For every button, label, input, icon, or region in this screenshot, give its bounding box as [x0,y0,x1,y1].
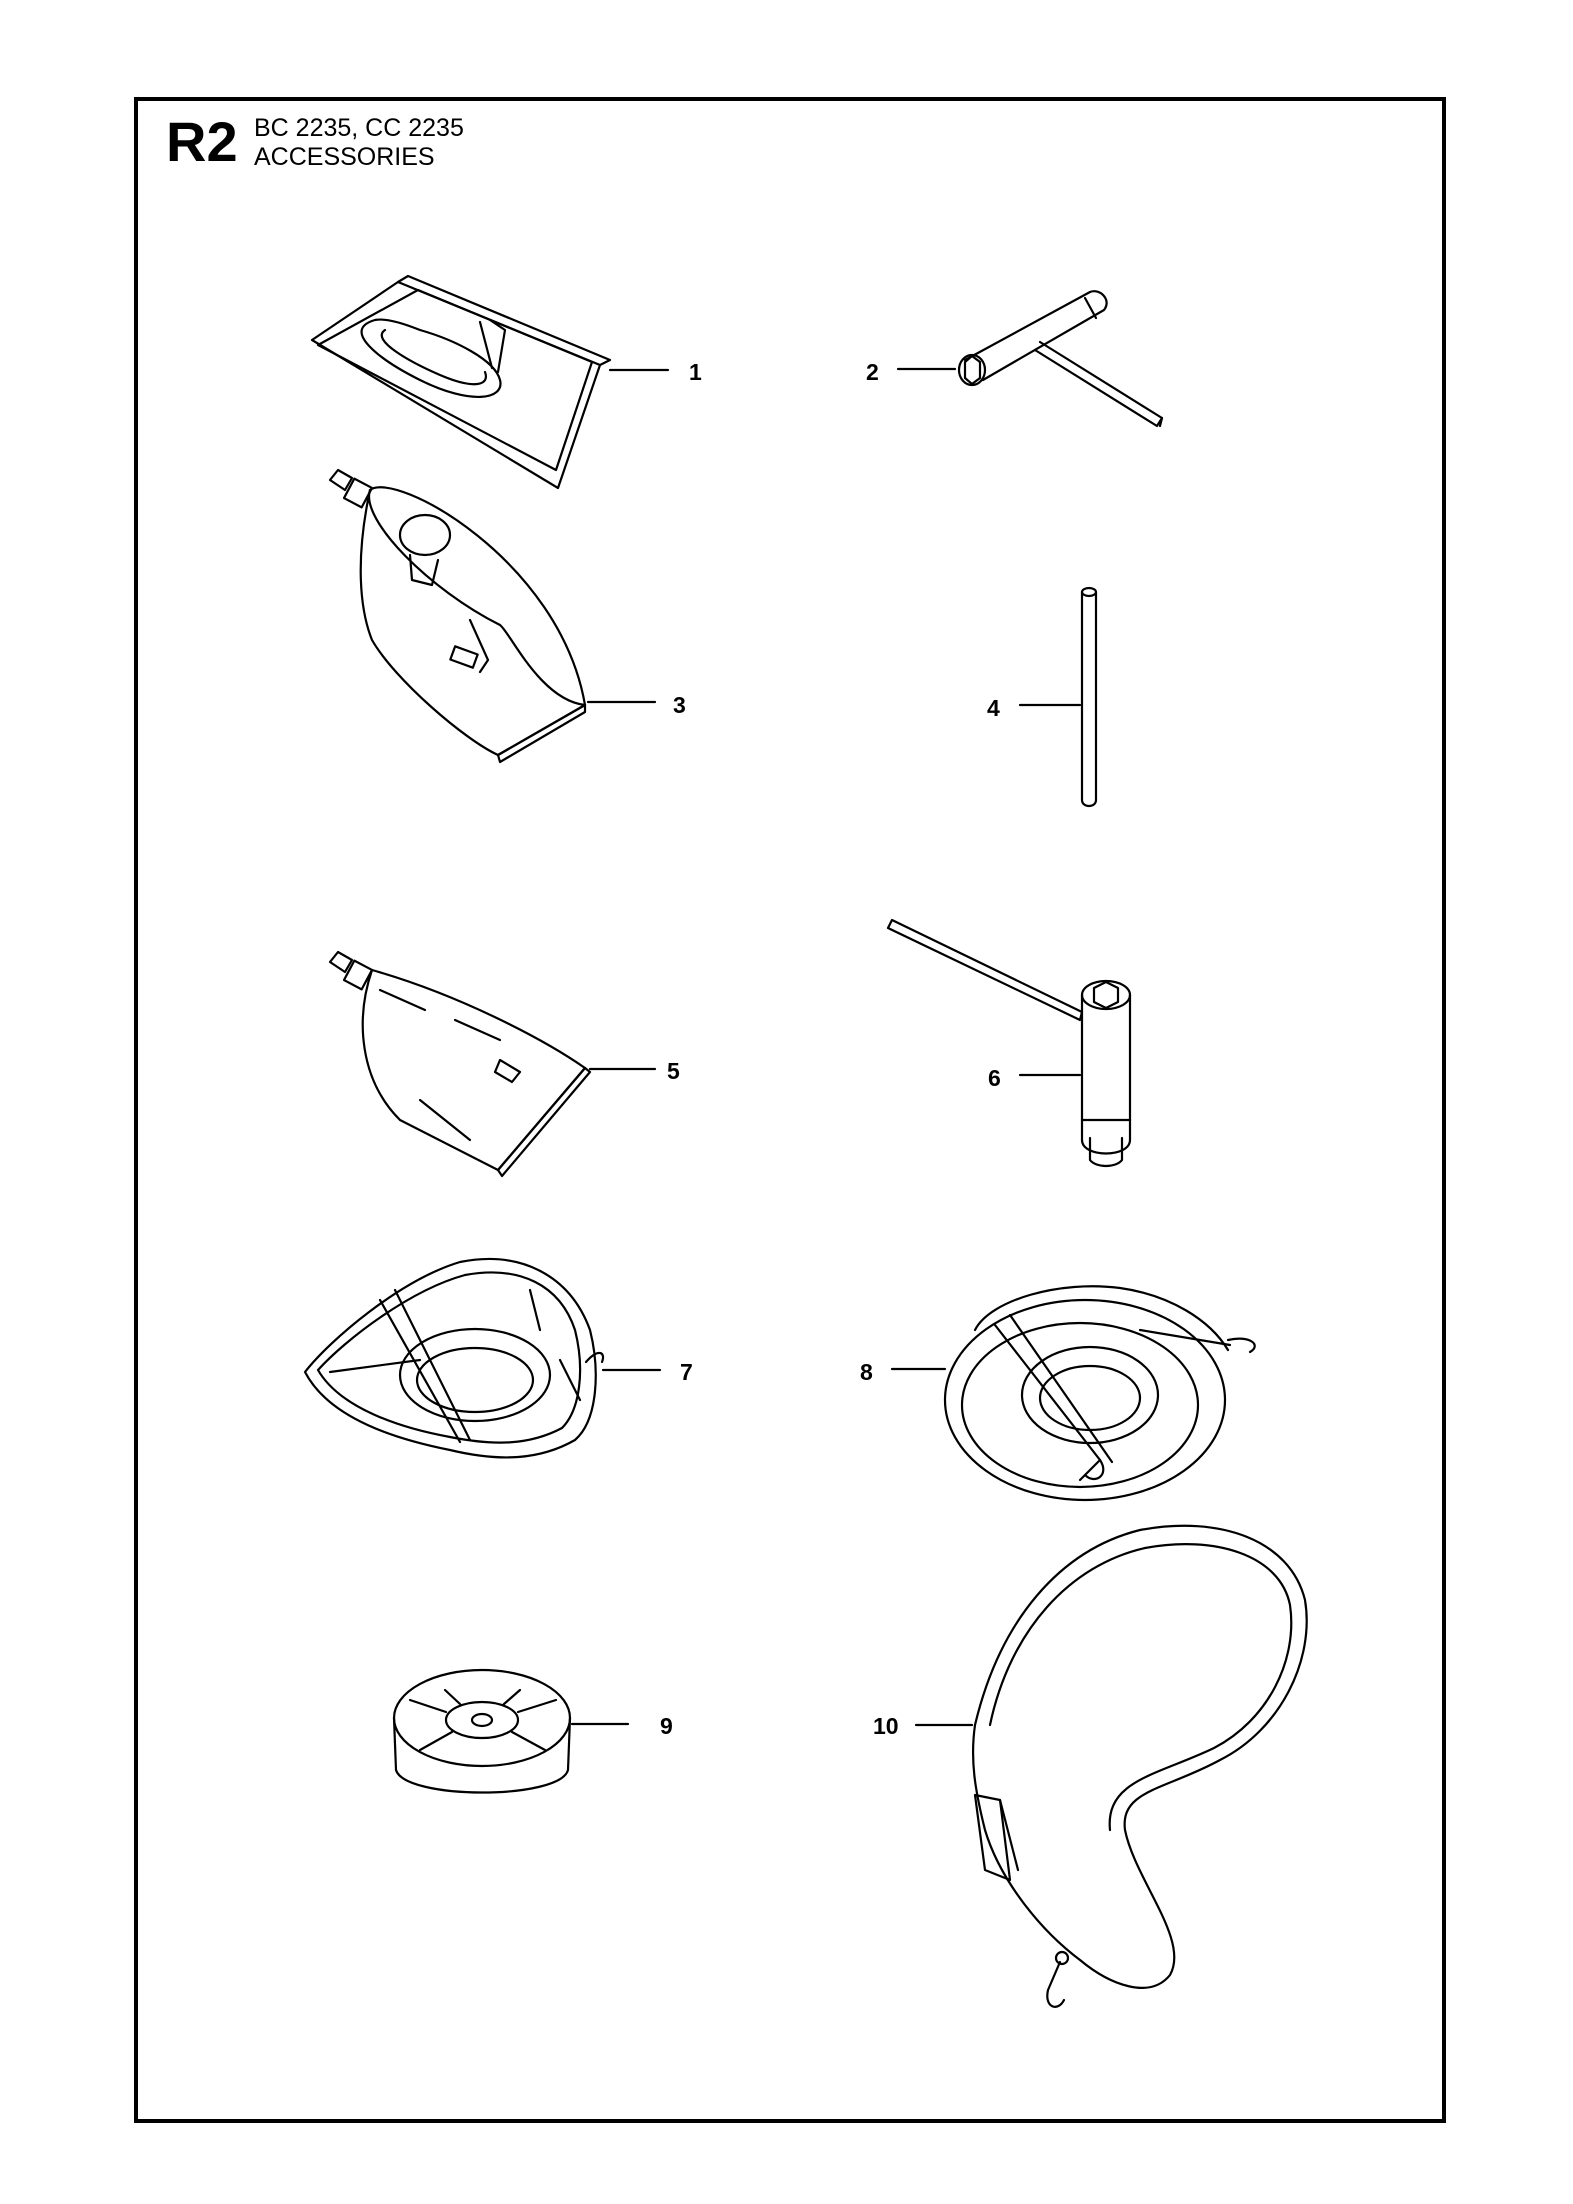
page-frame [134,97,1446,2123]
part-number-8: 8 [860,1359,873,1385]
grease-tube-icon [328,468,657,764]
trimmer-guard-icon [303,1258,662,1459]
round-guard-icon [890,1285,1256,1502]
part-number-1: 1 [689,359,702,385]
section-code: R2 [166,110,238,173]
part-number-9: 9 [660,1713,673,1739]
section-title: ACCESSORIES [254,143,435,171]
harness-strap-icon [914,1524,1308,2008]
grease-tube-icon-2 [328,950,657,1178]
part-number-6: 6 [988,1065,1001,1091]
cap-icon [392,1668,630,1794]
combination-spanner-icon [886,918,1132,1168]
locking-pin-icon [1018,586,1098,808]
model-title: BC 2235, CC 2235 [254,114,464,142]
bag-icon [310,274,670,490]
part-number-2: 2 [866,359,879,385]
part-number-7: 7 [680,1359,693,1385]
socket-wrench-icon [896,290,1164,428]
part-number-4: 4 [987,695,1000,721]
part-number-3: 3 [673,692,686,718]
part-number-5: 5 [667,1058,680,1084]
part-number-10: 10 [873,1713,899,1739]
